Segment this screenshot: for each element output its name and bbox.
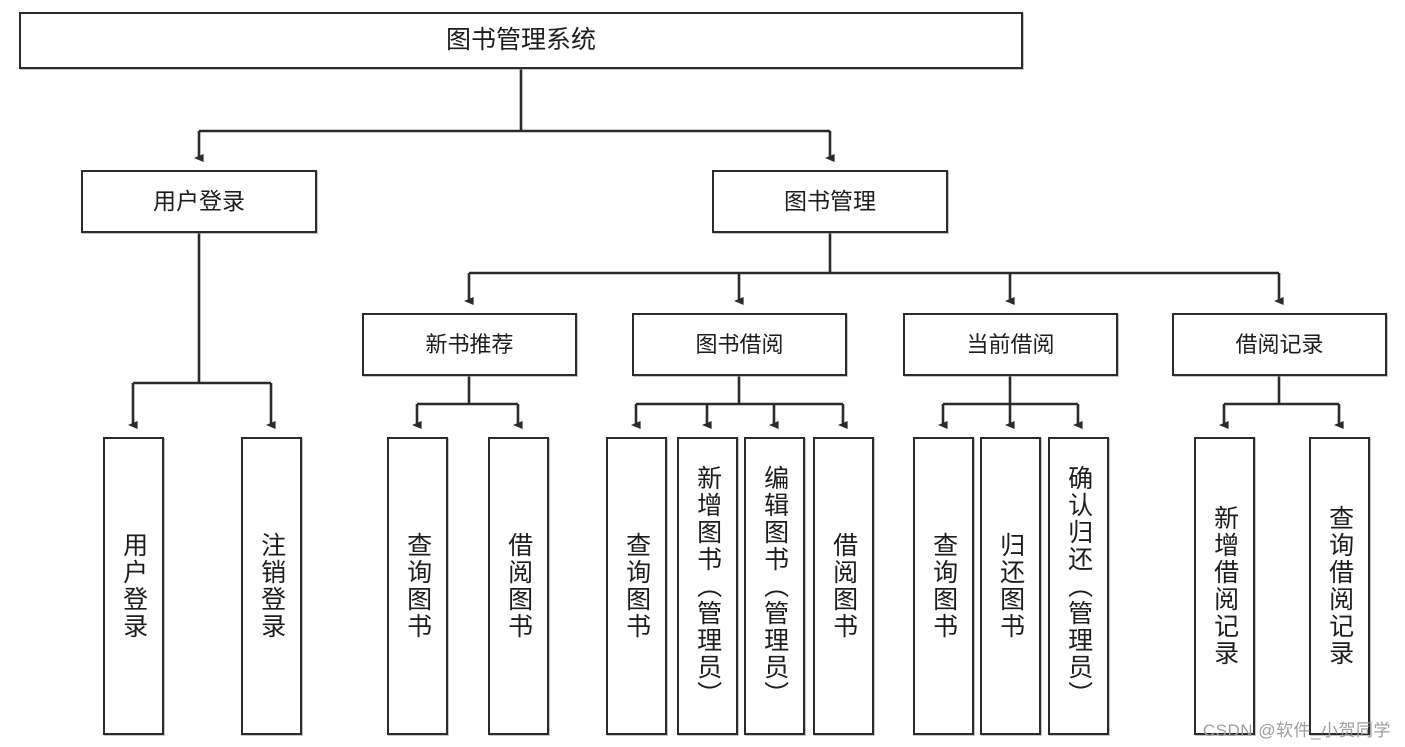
leaf-borrow-book[interactable]: 借阅图书 [813,437,874,735]
leaf-query-book-borrow[interactable]: 查询图书 [606,437,667,735]
node-label: 借阅图书 [829,532,858,640]
node-label: 确认归还（管理员） [1064,464,1093,708]
node-label: 编辑图书（管理员） [760,464,789,708]
node-user-login[interactable]: 用户登录 [81,170,317,233]
node-label: 用户登录 [153,187,245,214]
node-label: 新增图书（管理员） [693,464,722,708]
leaf-query-book-current[interactable]: 查询图书 [913,437,974,735]
leaf-add-borrow-record[interactable]: 新增借阅记录 [1194,437,1255,735]
node-current-borrow[interactable]: 当前借阅 [903,313,1118,376]
node-label: 查询图书 [929,532,958,640]
node-label: 查询借阅记录 [1325,505,1354,667]
node-label: 当前借阅 [966,331,1055,357]
leaf-borrow-book-recommend[interactable]: 借阅图书 [488,437,549,735]
leaf-user-login[interactable]: 用户登录 [103,437,164,735]
leaf-logout-login[interactable]: 注销登录 [241,437,302,735]
leaf-return-book[interactable]: 归还图书 [980,437,1041,735]
node-label: 新书推荐 [425,331,514,357]
node-label: 用户登录 [119,532,148,640]
node-label: 注销登录 [257,532,286,640]
node-borrow-record[interactable]: 借阅记录 [1172,313,1387,376]
leaf-edit-book[interactable]: 编辑图书（管理员） [744,437,805,735]
node-label: 图书借阅 [695,331,784,357]
node-label: 借阅图书 [504,532,533,640]
node-label: 新增借阅记录 [1210,505,1239,667]
node-book-borrow[interactable]: 图书借阅 [632,313,847,376]
watermark-text: CSDN @软件_小贺同学 [1202,721,1391,740]
node-label: 图书管理系统 [445,25,596,54]
leaf-add-book[interactable]: 新增图书（管理员） [677,437,738,735]
node-label: 图书管理 [784,187,876,214]
node-new-book-recommend[interactable]: 新书推荐 [362,313,577,376]
leaf-confirm-return[interactable]: 确认归还（管理员） [1048,437,1109,735]
node-label: 借阅记录 [1235,331,1324,357]
node-root-system[interactable]: 图书管理系统 [19,12,1023,69]
leaf-query-borrow-record[interactable]: 查询借阅记录 [1309,437,1370,735]
node-label: 查询图书 [403,532,432,640]
leaf-query-book-recommend[interactable]: 查询图书 [387,437,448,735]
node-book-management[interactable]: 图书管理 [712,170,948,233]
node-label: 归还图书 [996,532,1025,640]
node-label: 查询图书 [622,532,651,640]
